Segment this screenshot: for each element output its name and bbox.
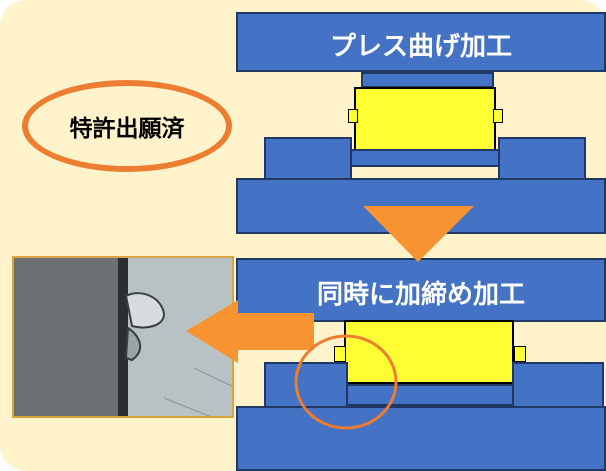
bottom-bottom-die — [236, 406, 606, 471]
bottom-press-title: 同時に加締め加工 — [316, 280, 525, 310]
orange-down-triangle-icon — [363, 206, 474, 262]
top-tab-right — [493, 109, 503, 123]
top-tab-left — [348, 109, 358, 123]
orange-circle-highlight-icon — [294, 334, 398, 430]
patent-pending-label: 特許出願済 — [69, 116, 185, 142]
top-lower-die-left — [264, 137, 352, 181]
bottom-tab-left — [334, 346, 346, 362]
caulked-joint-photo — [12, 256, 234, 418]
top-press-title: プレス曲げ加工 — [329, 32, 512, 62]
bottom-upper-die: 同時に加締め加工 — [236, 258, 606, 322]
bottom-workpiece — [344, 320, 514, 384]
joint-photo-image — [14, 258, 232, 416]
orange-left-arrow-icon — [186, 300, 314, 363]
bottom-tab-right — [514, 346, 526, 362]
top-upper-die: プレス曲げ加工 — [236, 12, 606, 72]
patent-pending-badge: 特許出願済 — [22, 80, 232, 172]
